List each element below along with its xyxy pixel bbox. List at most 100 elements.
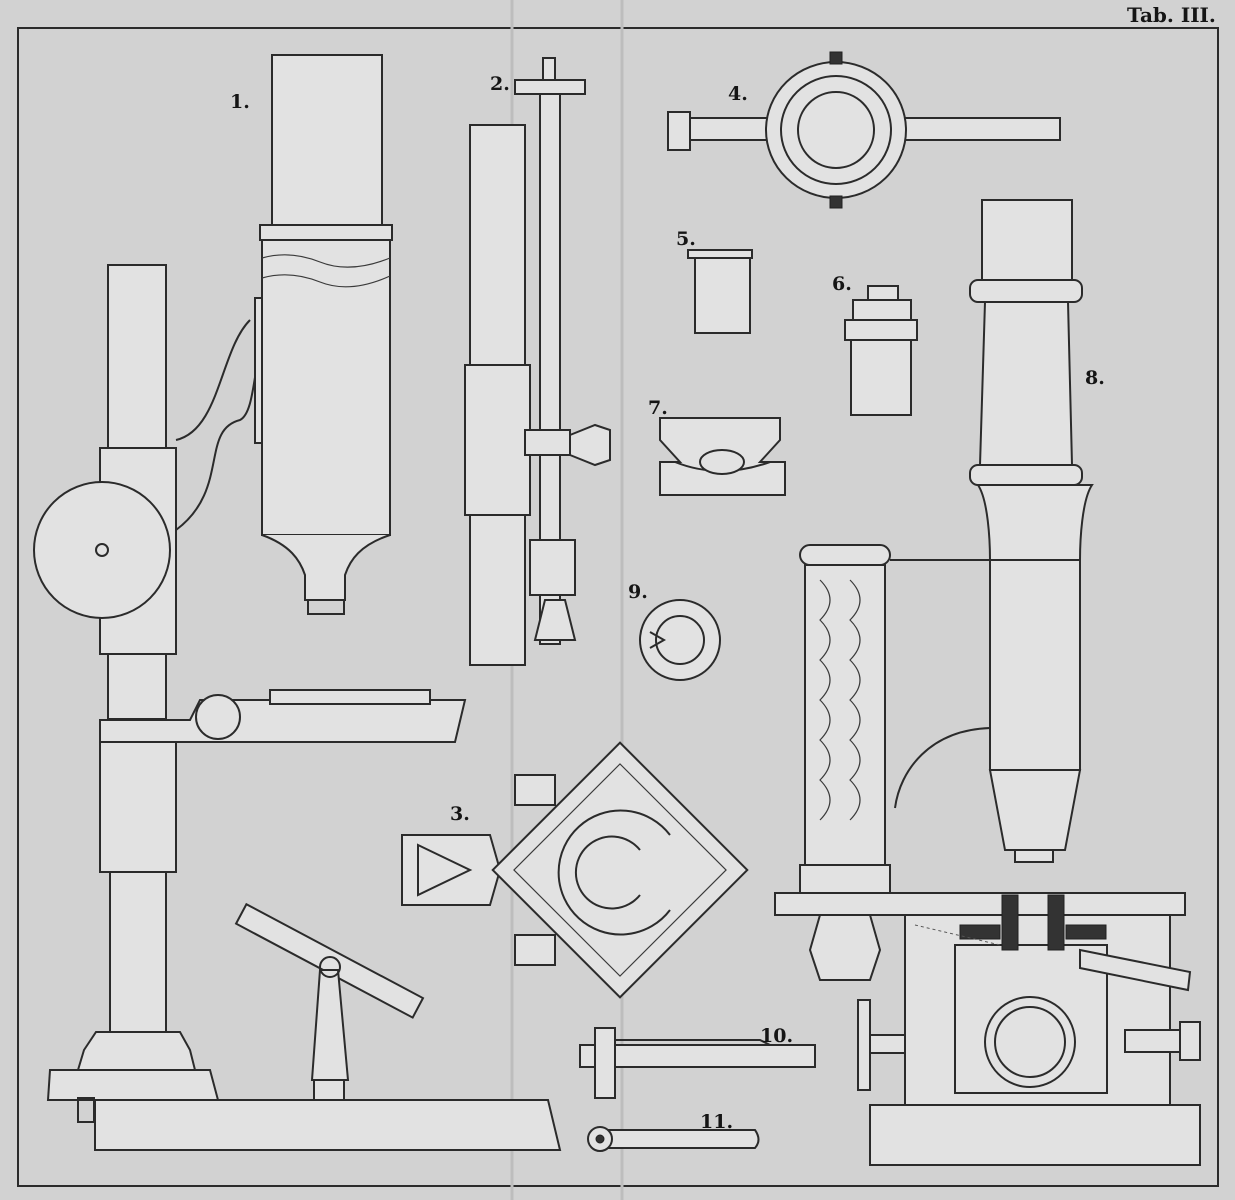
fig3-square-plate <box>491 741 749 999</box>
fig8-rail-right <box>1065 924 1107 940</box>
fig8-right-screw <box>1124 1029 1181 1053</box>
fig8-dashed-left <box>914 924 1001 946</box>
fig6-flange <box>844 319 918 341</box>
fig4-arm-end <box>667 111 691 151</box>
fig8-clip-right <box>1047 894 1065 951</box>
fig8-column-cap <box>799 544 891 566</box>
fig11-bar <box>597 1129 760 1149</box>
fig8-stage <box>774 892 1186 916</box>
fig11-pivot-hole <box>595 1134 605 1144</box>
fig10-spring <box>615 1039 771 1046</box>
fig4-middle-ring <box>780 75 892 185</box>
fig1-arm-curve-upper <box>175 319 251 441</box>
figure-number-7: 7. <box>648 397 668 419</box>
fig8-fine-screw <box>808 914 882 981</box>
fig8-rail-left <box>959 924 1001 940</box>
fig10-bar <box>579 1044 816 1068</box>
fig8-column-base <box>799 864 891 894</box>
plate-label: Tab. III. <box>1127 3 1216 27</box>
figure-1-microscope <box>33 54 562 1151</box>
fig5-body <box>694 257 751 334</box>
fig1-upper-pillar <box>107 264 167 451</box>
fig8-spring-right <box>849 579 861 821</box>
fig8-condenser-ring-inner <box>994 1006 1066 1078</box>
fig8-upper-collar <box>969 279 1083 303</box>
figure-number-1: 1. <box>230 91 250 113</box>
fig1-body-tube <box>261 239 391 536</box>
plate-border <box>17 27 1219 1187</box>
fig1-column-lower <box>109 871 167 1033</box>
fig3-stage-arm <box>401 834 502 906</box>
fig1-lower-pillar <box>107 653 167 720</box>
fig8-upper-tube <box>978 301 1074 466</box>
fig1-stage-slide <box>269 689 431 705</box>
fig9-inner <box>655 615 705 665</box>
figure-number-5: 5. <box>676 228 696 250</box>
fig1-tube-collar <box>259 224 393 241</box>
fig8-objective <box>1014 849 1054 863</box>
fig6-barrel <box>850 339 912 416</box>
figure-number-6: 6. <box>832 273 852 295</box>
figure-6-objective <box>844 285 918 416</box>
fig8-knob-shaft <box>869 1034 906 1054</box>
fig6-collar <box>852 299 912 321</box>
fig8-body-tube <box>989 559 1081 771</box>
fig8-spring-left <box>819 579 831 821</box>
fig3-lower-screw-block <box>514 934 556 966</box>
fig8-curved-arm <box>894 727 991 809</box>
figure-11-lever <box>587 1126 760 1152</box>
fig3-ring-outer <box>557 809 671 936</box>
fig1-break-line-2 <box>261 274 391 288</box>
figure-4-ring <box>667 51 1061 209</box>
fig3-upper-screw-block <box>514 774 556 806</box>
fig1-wheel-hub <box>95 543 109 557</box>
fig8-eyepiece <box>981 199 1073 283</box>
fig1-column-mid <box>99 741 177 873</box>
fig1-base-plate <box>94 1099 562 1151</box>
figure-7-condenser <box>659 417 786 496</box>
fig1-base-block <box>46 1069 220 1101</box>
figure-8-microscope <box>774 199 1201 1166</box>
fig2-thumbscrew <box>569 423 611 467</box>
fig1-mirror-pivot <box>319 956 341 978</box>
figure-number-3: 3. <box>450 803 470 825</box>
figure-9-ring <box>639 599 721 681</box>
fig1-foot-collar <box>76 1031 197 1071</box>
fig1-break-line-1 <box>261 254 391 268</box>
figure-10-clip <box>579 1027 816 1099</box>
figure-number-9: 9. <box>628 581 648 603</box>
fig1-eyepiece-tube <box>271 54 383 226</box>
figure-number-2: 2. <box>490 73 510 95</box>
figure-number-4: 4. <box>728 83 748 105</box>
fig5-rim <box>687 249 753 259</box>
fig9-spring <box>649 631 667 649</box>
fig3-arm-triangle <box>417 843 473 897</box>
fig1-nose-cone <box>261 534 391 601</box>
fig8-base <box>869 1104 1201 1166</box>
fig10-post <box>594 1027 616 1099</box>
fig2-top-plate <box>514 79 586 95</box>
fig3-ring-inner <box>574 835 641 910</box>
figure-5-cap <box>687 249 753 334</box>
fig6-top <box>867 285 899 301</box>
fig1-mirror-post <box>310 969 350 1081</box>
fig8-right-screw-head <box>1179 1021 1201 1061</box>
fig2-sleeve <box>464 364 531 516</box>
fig8-column <box>804 564 886 866</box>
fig1-stage-knob <box>195 694 241 740</box>
figure-number-8: 8. <box>1085 367 1105 389</box>
fig2-screw-housing <box>529 539 576 596</box>
fig1-objective-thread <box>307 599 345 615</box>
fig2-foot-screw <box>533 599 577 641</box>
figure-number-11: 11. <box>700 1111 733 1133</box>
fig8-clip-left <box>1001 894 1019 951</box>
fig8-lever <box>1079 948 1192 992</box>
figure-2-section <box>464 57 611 666</box>
fig1-base-screw <box>77 1097 95 1123</box>
fig8-side-knob <box>857 999 871 1091</box>
fig7-lens <box>699 449 745 475</box>
fig2-rod <box>539 93 561 645</box>
figure-number-10: 10. <box>760 1025 793 1047</box>
fig1-focus-wheel <box>33 481 171 619</box>
fig4-inner-ring <box>797 91 875 169</box>
